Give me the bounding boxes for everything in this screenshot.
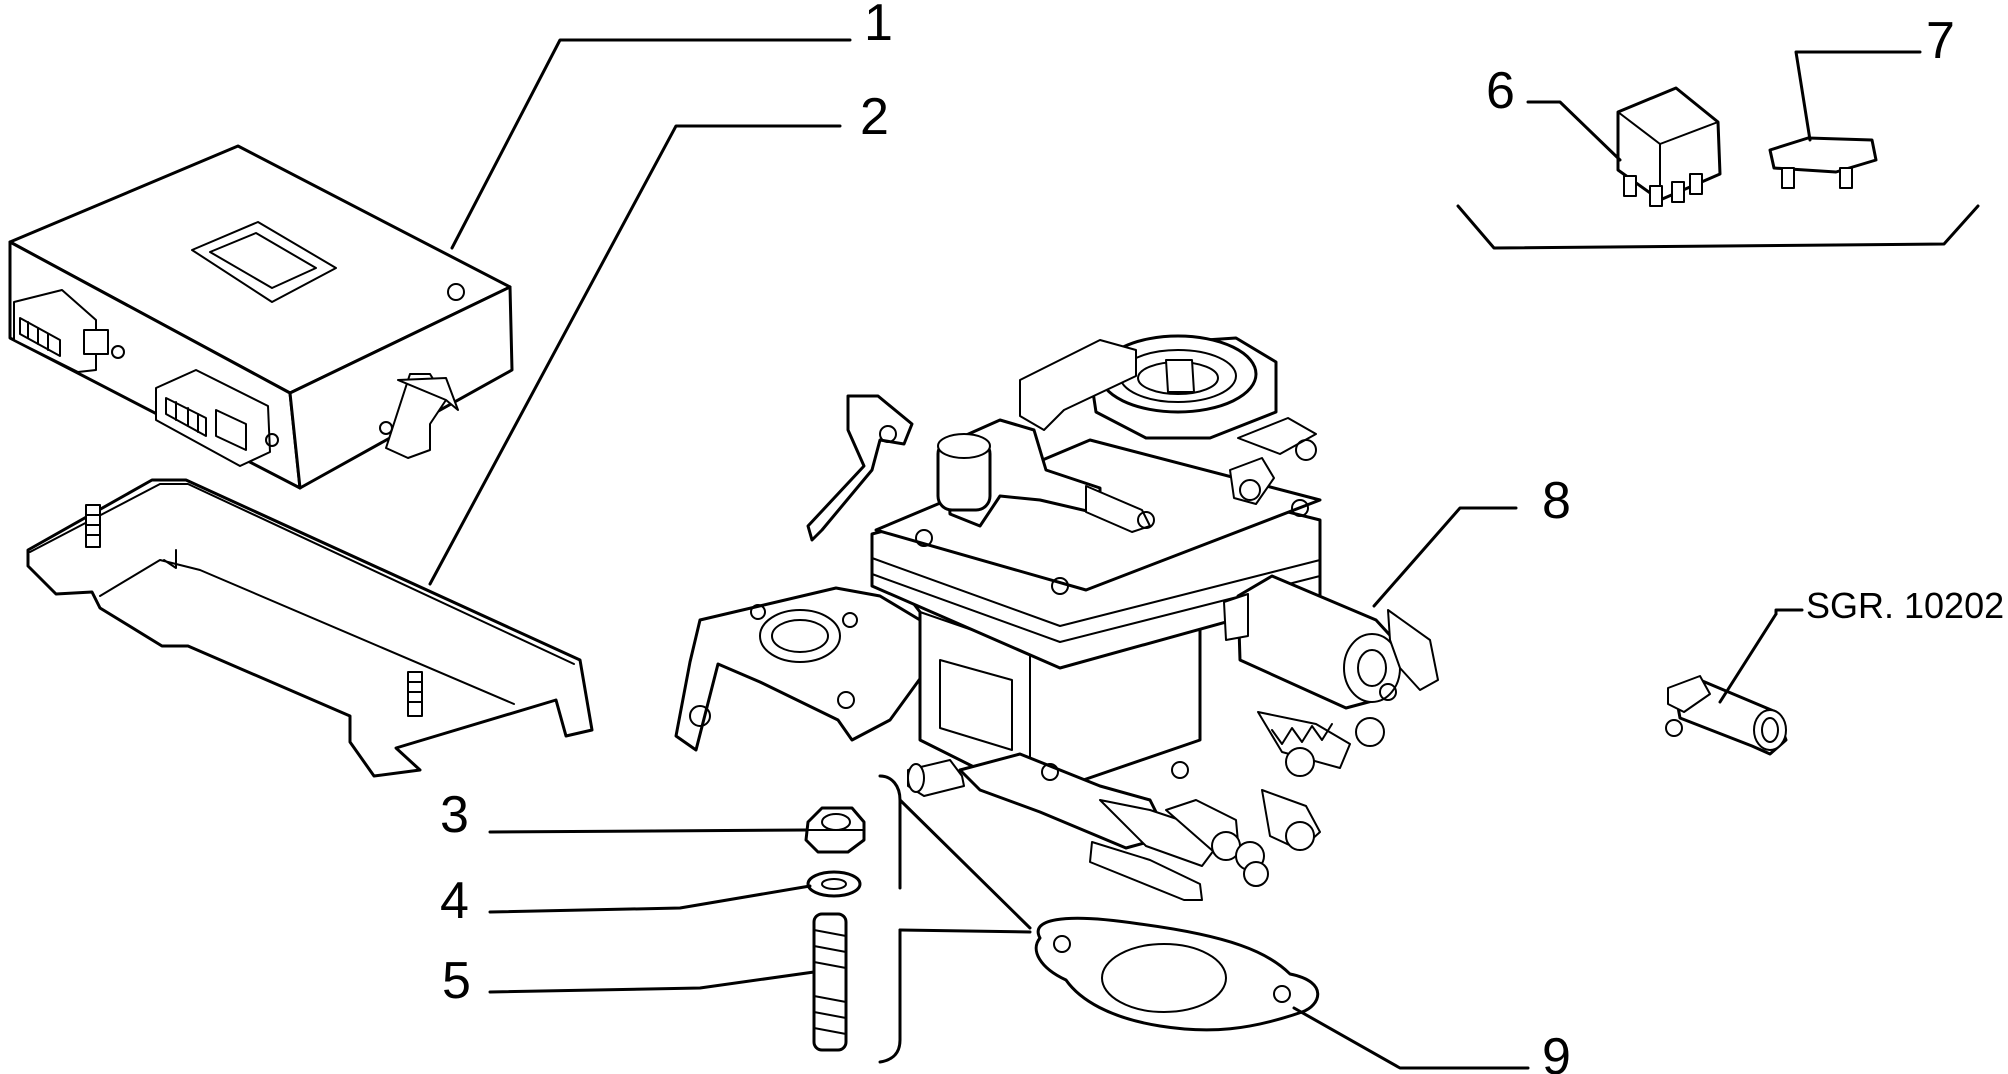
- callout-3: 3: [440, 786, 469, 844]
- group-bracket-3-5-9: [878, 774, 902, 1064]
- part-1-control-unit: [8, 144, 514, 490]
- part-8-carburettor: [674, 334, 1439, 901]
- leader-3-5-to-9: [898, 928, 1032, 934]
- part-5-stud: [812, 912, 848, 1052]
- part-3-nut: [804, 806, 866, 854]
- part-4-washer: [806, 870, 862, 898]
- pipe-fitting: [1665, 675, 1788, 756]
- leader-9: [1292, 1006, 1530, 1070]
- leader-4: [488, 884, 812, 914]
- reference-code: SGR. 10202: [1806, 585, 2004, 626]
- callout-1: 1: [864, 0, 893, 52]
- callout-6: 6: [1486, 62, 1515, 120]
- part-7-cover: [1768, 136, 1878, 189]
- callout-8: 8: [1542, 472, 1571, 530]
- callout-5: 5: [442, 952, 471, 1010]
- callout-labels: 1 2 3 4 5 6 7 8 9 SGR. 10202: [440, 0, 2004, 1074]
- callout-7: 7: [1926, 12, 1955, 70]
- leader-2: [428, 124, 842, 586]
- leader-ref-stem: [1718, 612, 1778, 704]
- leader-5: [488, 970, 816, 994]
- leader-3: [488, 828, 808, 834]
- leader-1: [450, 38, 852, 250]
- callout-2: 2: [860, 88, 889, 146]
- leader-ref: [1774, 608, 1804, 616]
- leader-bracket-to-9: [898, 798, 1032, 930]
- group-bracket-6-7: [1456, 204, 1980, 250]
- leader-7: [1794, 50, 1922, 142]
- part-9-gasket: [1034, 916, 1320, 1032]
- callout-4: 4: [440, 872, 469, 930]
- leader-lines: [428, 38, 1922, 1070]
- callout-9: 9: [1542, 1028, 1571, 1074]
- leader-8: [1372, 506, 1518, 608]
- part-2-mounting-bracket: [26, 478, 594, 778]
- leader-6: [1526, 100, 1622, 162]
- part-6-relay: [1616, 86, 1722, 207]
